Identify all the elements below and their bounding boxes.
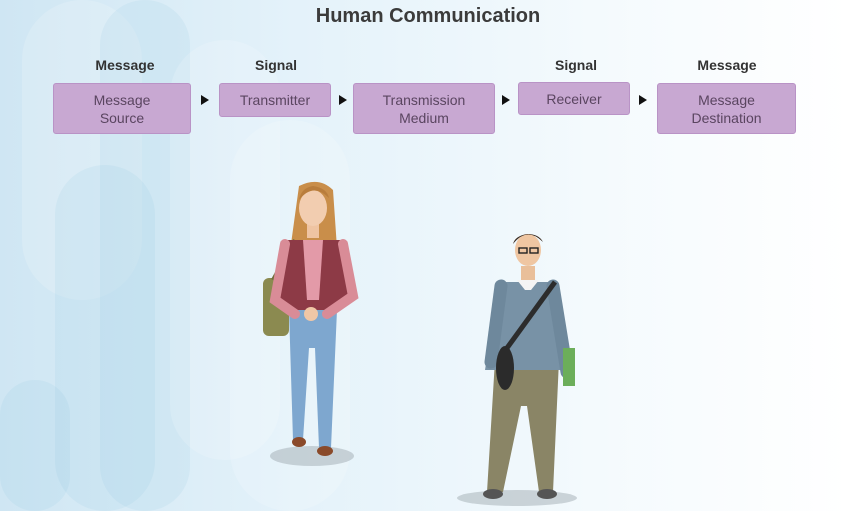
box-label-line1: Receiver — [546, 90, 602, 107]
header-signal-transmitter: Signal — [254, 57, 297, 73]
man-receiver-illustration — [457, 234, 577, 506]
flow-arrow-icon — [639, 95, 647, 105]
box-label-line1: Transmission — [382, 91, 466, 108]
box-label-line2: Destination — [691, 109, 762, 126]
box-transmitter: Transmitter — [219, 83, 331, 117]
box-label-line2: Source — [99, 109, 145, 126]
header-signal-receiver: Signal — [554, 57, 597, 73]
page-title: Human Communication — [315, 5, 541, 27]
flow-arrow-icon — [339, 95, 347, 105]
woman-sender-illustration — [263, 181, 359, 466]
flow-arrow-icon — [201, 95, 209, 105]
box-label-line1: Message — [93, 91, 151, 108]
box-label-line1: Transmitter — [239, 92, 311, 108]
box-label-line2: Medium — [399, 109, 449, 126]
box-receiver: Receiver — [518, 82, 630, 115]
header-message-source: Message — [95, 57, 155, 73]
box-label-line1: Message — [698, 91, 755, 108]
header-message-destination: Message — [697, 57, 757, 73]
flow-arrow-icon — [502, 95, 510, 105]
